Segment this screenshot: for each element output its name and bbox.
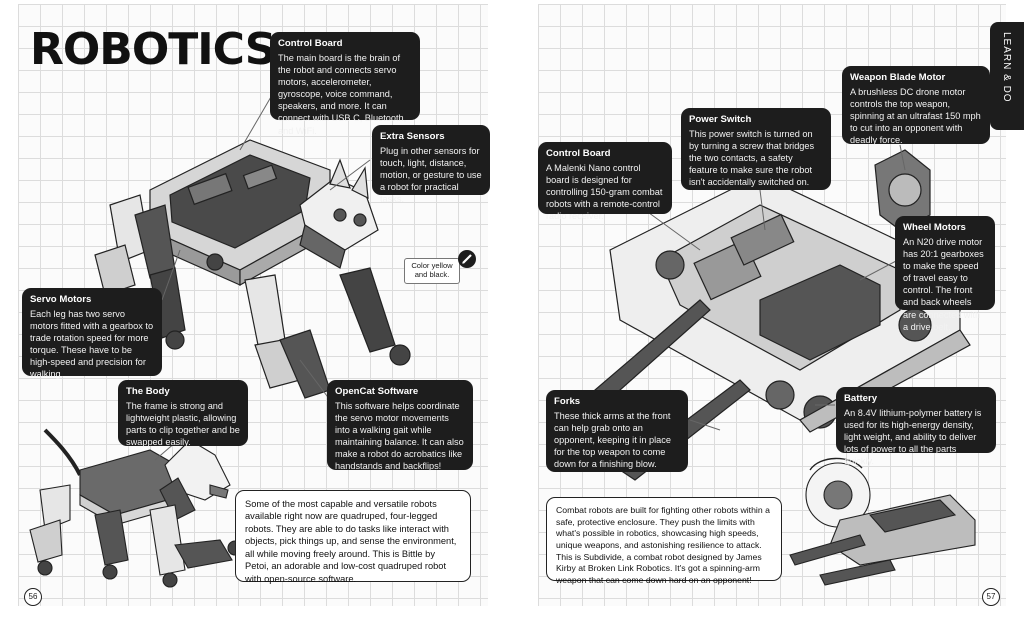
callout-heading: Forks	[554, 396, 581, 407]
callout-heading: Control Board	[278, 38, 343, 49]
callout-body: An N20 drive motor has 20:1 gearboxes to…	[903, 236, 984, 332]
subdivide-small-illustration	[789, 457, 976, 586]
color-note: Color yellow and black.	[404, 258, 460, 284]
callout-battery: Battery An 8.4V lithium-polymer battery …	[836, 387, 996, 466]
callout-body: These thick arms at the front can help g…	[554, 410, 671, 470]
callout-body: A Malenki Nano control board is designed…	[546, 162, 663, 222]
callout-opencat-software: OpenCat Software This software helps coo…	[327, 380, 473, 472]
callout-heading: Battery	[844, 393, 878, 404]
section-tab-label: LEARN & DO	[1001, 32, 1012, 103]
section-tab: LEARN & DO	[990, 22, 1024, 130]
page-number-right: 57	[982, 588, 1000, 606]
callout-body: A brushless DC drone motor controls the …	[850, 86, 981, 146]
callout-body: This software helps coordinate the servo…	[335, 400, 464, 472]
callout-heading: The Body	[126, 386, 170, 397]
callout-body: The main board is the brain of the robot…	[278, 52, 407, 136]
callout-forks: Forks These thick arms at the front can …	[546, 390, 688, 472]
page-title: ROBOTICS	[30, 24, 276, 75]
callout-body: Plug in other sensors for touch, light, …	[380, 145, 482, 205]
callout-control-board-left: Control Board The main board is the brai…	[270, 32, 420, 136]
callout-weapon-blade-motor: Weapon Blade Motor A brushless DC drone …	[842, 66, 990, 146]
callout-heading: Weapon Blade Motor	[850, 72, 946, 83]
callout-servo-motors: Servo Motors Each leg has two servo moto…	[22, 288, 162, 379]
callout-body: Each leg has two servo motors fitted wit…	[30, 308, 154, 380]
callout-heading: Extra Sensors	[380, 131, 445, 142]
callout-extra-sensors: Extra Sensors Plug in other sensors for …	[372, 125, 490, 204]
pencil-icon	[458, 250, 476, 268]
callout-power-switch: Power Switch This power switch is turned…	[681, 108, 831, 190]
intro-text-left: Some of the most capable and versatile r…	[235, 490, 471, 584]
left-leader-lines	[154, 89, 371, 461]
intro-text-right: Combat robots are built for fighting oth…	[546, 497, 782, 585]
callout-heading: Power Switch	[689, 114, 752, 125]
callout-wheel-motors: Wheel Motors An N20 drive motor has 20:1…	[895, 216, 995, 332]
callout-body: The frame is strong and lightweight plas…	[126, 400, 240, 448]
callout-heading: Control Board	[546, 148, 611, 159]
right-leader-lines	[644, 144, 906, 431]
callout-heading: Wheel Motors	[903, 222, 966, 233]
callout-the-body: The Body The frame is strong and lightwe…	[118, 380, 248, 448]
callout-body: An 8.4V lithium-polymer battery is used …	[844, 407, 982, 467]
callout-heading: OpenCat Software	[335, 386, 419, 397]
bittle-large-illustration	[94, 139, 411, 399]
callout-heading: Servo Motors	[30, 294, 92, 305]
callout-control-board-right: Control Board A Malenki Nano control boa…	[538, 142, 672, 221]
callout-body: This power switch is turned on by turnin…	[689, 128, 815, 188]
page-number-left: 56	[24, 588, 42, 606]
